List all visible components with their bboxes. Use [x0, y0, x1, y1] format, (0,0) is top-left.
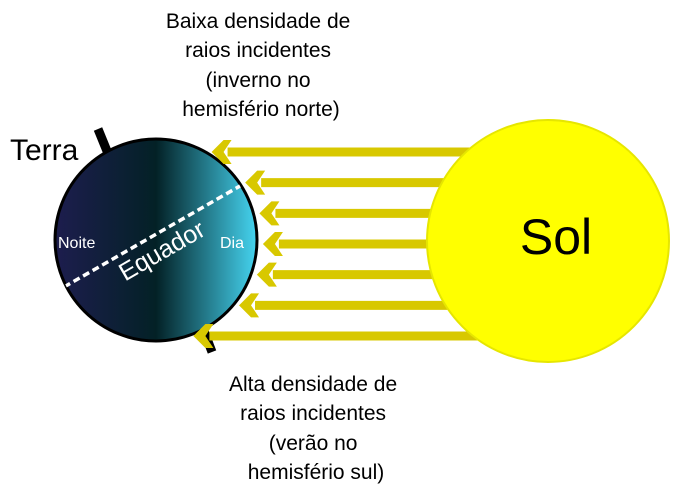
ray-arrowhead: [245, 170, 266, 195]
ray-arrowhead: [239, 293, 260, 318]
top-note-line: (inverno no: [206, 69, 311, 92]
bottom-note-line: raios incidentes: [240, 402, 386, 425]
ray-arrowhead: [259, 201, 280, 226]
top-note-line: hemisfério norte): [182, 98, 340, 121]
sun-label: Sol: [520, 209, 592, 265]
bottom-note-line: (verão no: [269, 432, 358, 455]
ray-arrowhead: [256, 262, 277, 287]
ray-arrowhead: [193, 324, 214, 348]
earth-label: Terra: [10, 134, 79, 167]
earth-globe: [53, 137, 259, 343]
bottom-note-line: hemisfério sul): [248, 461, 385, 484]
earth: [53, 137, 259, 343]
ray-arrowhead: [211, 140, 232, 164]
day-label: Dia: [220, 235, 244, 252]
sun: [426, 119, 670, 363]
top-note: Baixa densidade de raios incidentes (inv…: [166, 10, 356, 121]
night-label: Noite: [58, 235, 95, 252]
bottom-note: Alta densidade de raios incidentes (verã…: [229, 373, 403, 484]
equator-line: [63, 184, 241, 289]
bottom-note-line: Alta densidade de: [229, 373, 397, 396]
top-note-line: Baixa densidade de: [166, 10, 350, 33]
ray-arrowhead: [262, 232, 283, 256]
top-note-line: raios incidentes: [185, 39, 331, 62]
